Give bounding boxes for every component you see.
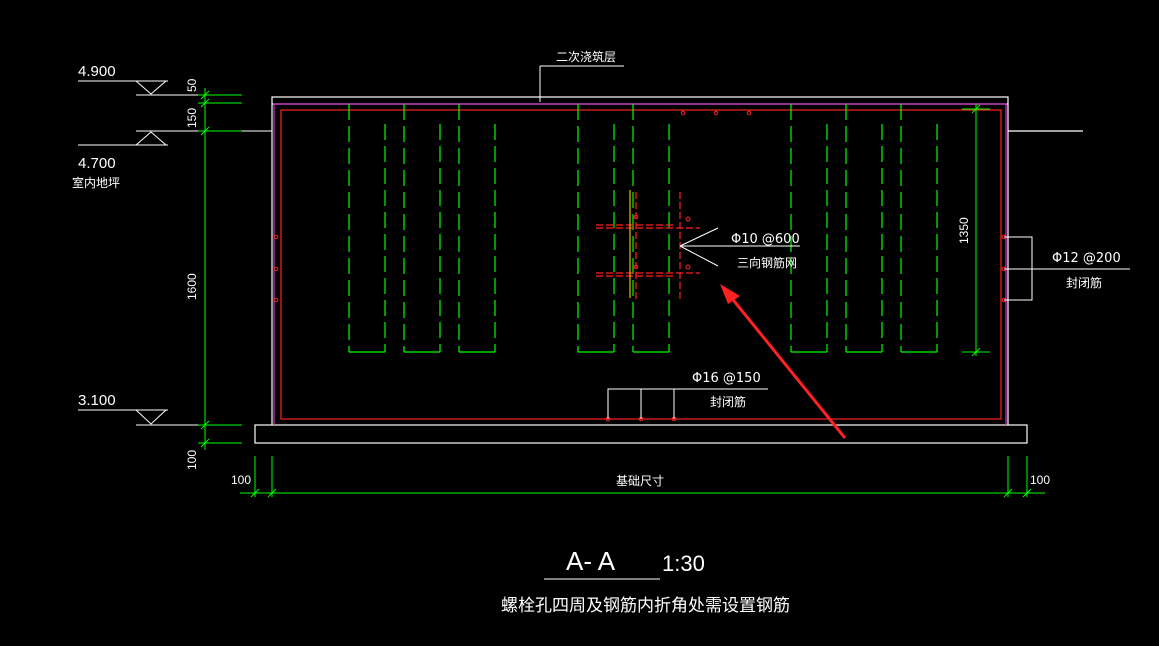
bottom-spec-label: Φ16 @150 bbox=[692, 371, 761, 386]
bottom-name-label: 封闭筋 bbox=[710, 394, 746, 409]
section-title: A- A bbox=[566, 546, 616, 576]
top-layer-label: 二次浇筑层 bbox=[556, 49, 616, 64]
elevation-floor-label: 4.700 bbox=[78, 155, 116, 172]
mesh-spec-label: Φ10 @600 bbox=[731, 232, 800, 247]
elevation-top-label: 4.900 bbox=[78, 63, 116, 80]
red-arrow bbox=[720, 284, 847, 439]
right-name-label: 封闭筋 bbox=[1066, 275, 1102, 290]
anchor-bolt-group bbox=[348, 104, 938, 353]
elevation-marker-bottom bbox=[78, 409, 240, 426]
formwork-outline bbox=[273, 103, 1007, 425]
bottom-closing-bar-leader bbox=[607, 388, 768, 419]
dim-bottom-left: 100 bbox=[231, 473, 251, 487]
rebar-cage bbox=[280, 109, 1002, 420]
mesh-center-bar bbox=[629, 190, 691, 298]
right-closing-bar-leader bbox=[1004, 236, 1130, 301]
dim-1350: 1350 bbox=[957, 217, 971, 244]
floor-name-label: 室内地坪 bbox=[72, 175, 120, 190]
section-scale: 1:30 bbox=[662, 551, 705, 576]
elevation-bottom-label: 3.100 bbox=[78, 392, 116, 409]
right-spec-label: Φ12 @200 bbox=[1052, 251, 1121, 266]
elevation-marker-floor bbox=[78, 130, 272, 146]
top-layer-leader bbox=[539, 65, 624, 102]
dim-bottom-center: 基础尺寸 bbox=[616, 474, 664, 488]
right-dimension-line bbox=[962, 104, 990, 357]
rebar-dots bbox=[273, 110, 1007, 422]
dim-150: 150 bbox=[185, 108, 199, 128]
dim-1600: 1600 bbox=[185, 273, 199, 300]
bottom-dimension-line bbox=[240, 456, 1045, 498]
dim-100-left: 100 bbox=[185, 450, 199, 470]
mesh-name-label: 三向钢筋网 bbox=[737, 255, 797, 270]
section-note: 螺栓孔四周及钢筋内折角处需设置钢筋 bbox=[501, 596, 790, 616]
mesh-leader bbox=[679, 227, 800, 267]
left-dimension-line bbox=[198, 88, 242, 450]
elevation-marker-top bbox=[78, 80, 240, 96]
dim-bottom-right: 100 bbox=[1030, 473, 1050, 487]
dim-50: 50 bbox=[185, 78, 199, 92]
